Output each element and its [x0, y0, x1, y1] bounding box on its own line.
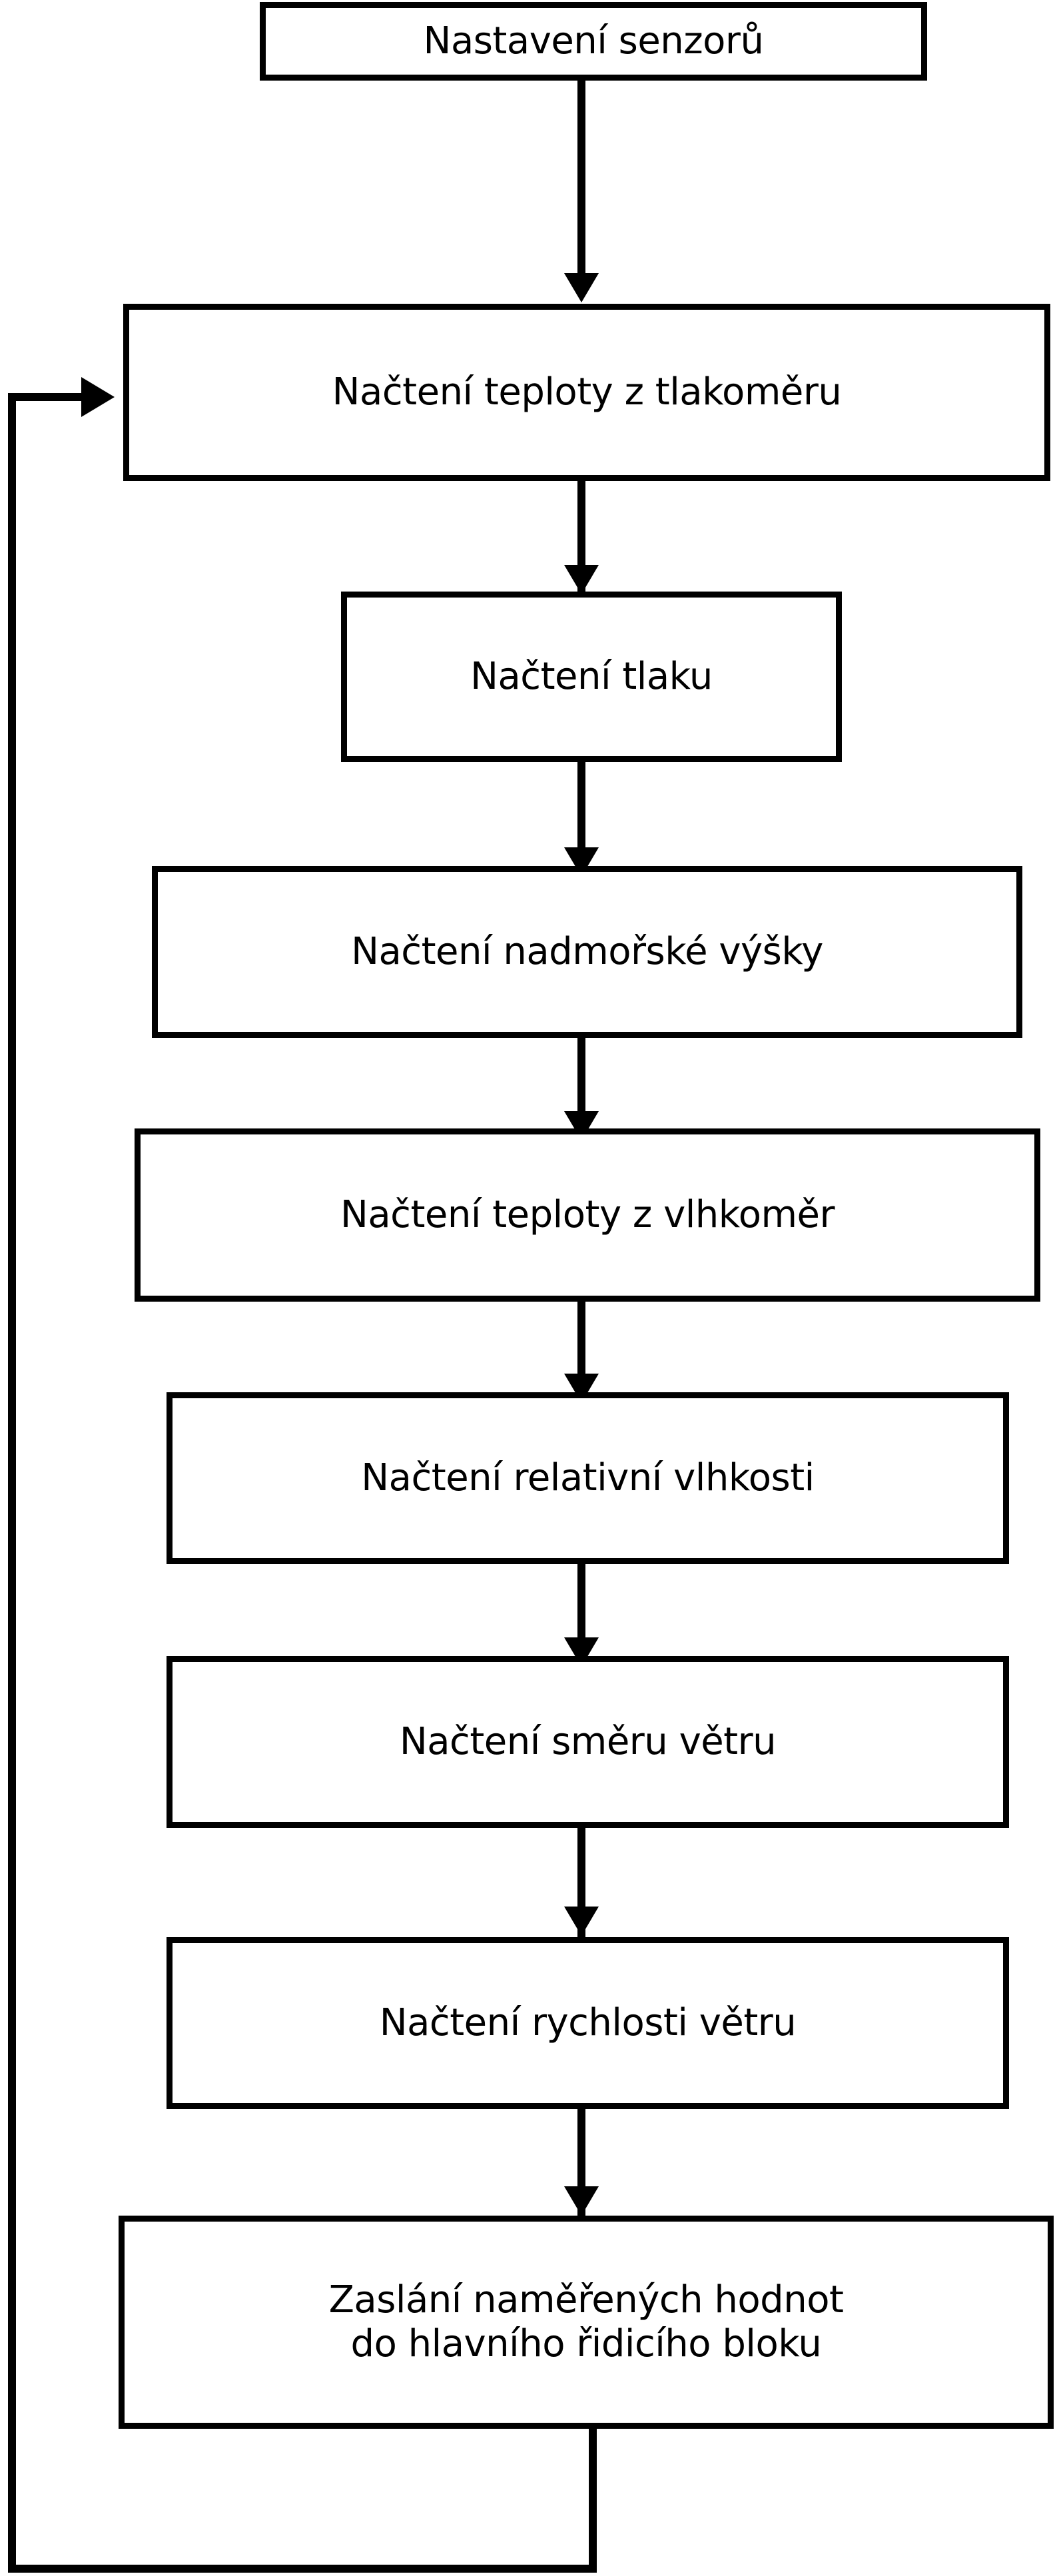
node-read-temperature-hygrometer[interactable]: Načtení teploty z vlhkoměr [135, 1128, 1040, 1302]
node-send-measured-values-label: Zaslání naměřených hodnot do hlavního ři… [328, 2278, 844, 2365]
node-read-altitude-label: Načtení nadmořské výšky [351, 929, 823, 973]
node-read-temperature-barometer[interactable]: Načtení teploty z tlakoměru [123, 304, 1050, 481]
node-read-temperature-barometer-label: Načtení teploty z tlakoměru [332, 370, 842, 414]
node-read-wind-direction[interactable]: Načtení směru větru [167, 1656, 1009, 1828]
node-read-relative-humidity[interactable]: Načtení relativní vlhkosti [167, 1392, 1009, 1564]
node-read-wind-speed[interactable]: Načtení rychlosti větru [167, 1937, 1009, 2109]
node-read-pressure-label: Načtení tlaku [470, 654, 713, 698]
node-sensor-setup[interactable]: Nastavení senzorů [260, 2, 927, 81]
node-read-wind-speed-label: Načtení rychlosti větru [379, 2000, 797, 2044]
feedback-loop-bottom-segment [8, 2565, 597, 2573]
connector-1-2-line [577, 77, 585, 277]
node-send-measured-values[interactable]: Zaslání naměřených hodnot do hlavního ři… [119, 2216, 1054, 2429]
feedback-loop-top-segment [8, 393, 81, 401]
feedback-loop-left-segment [8, 393, 16, 2573]
node-read-temperature-hygrometer-label: Načtení teploty z vlhkoměr [340, 1192, 835, 1236]
feedback-loop-down-segment [589, 2422, 597, 2573]
connector-8-9-arrowhead [564, 2186, 599, 2216]
connector-3-4-line [577, 759, 585, 873]
node-read-pressure[interactable]: Načtení tlaku [341, 592, 842, 762]
node-sensor-setup-label: Nastavení senzorů [423, 19, 764, 63]
connector-7-8-arrowhead [564, 1907, 599, 1936]
node-read-relative-humidity-label: Načtení relativní vlhkosti [361, 1456, 815, 1500]
connector-2-3-line [577, 478, 585, 592]
connector-1-2-arrowhead [564, 273, 599, 302]
connector-2-3-arrowhead [564, 565, 599, 594]
node-read-wind-direction-label: Načtení směru větru [399, 1719, 777, 1763]
feedback-loop-arrowhead [81, 377, 115, 417]
node-read-altitude[interactable]: Načtení nadmořské výšky [152, 866, 1022, 1038]
